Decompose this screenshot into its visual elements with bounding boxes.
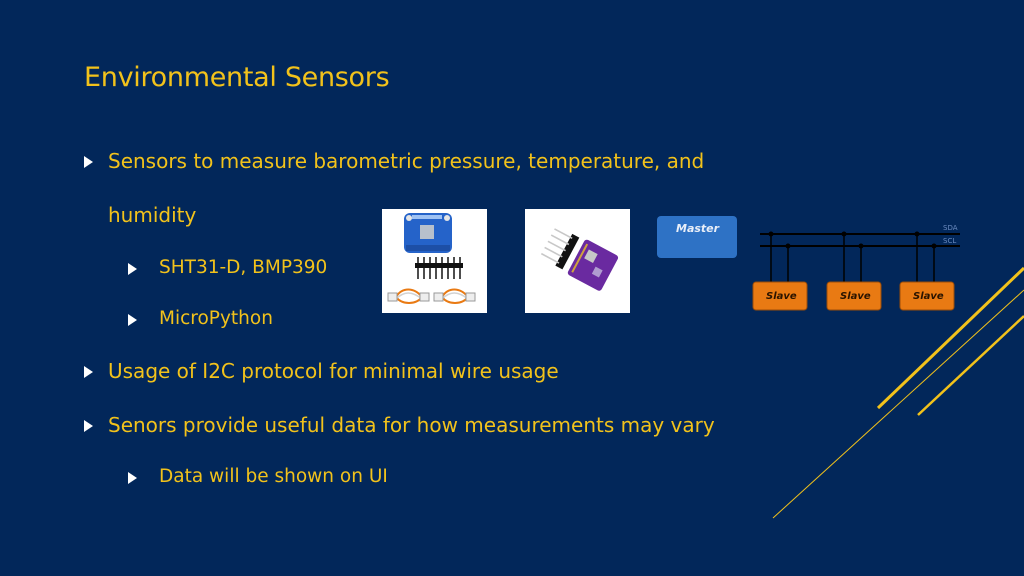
sub-bullet-text: SHT31-D, BMP390	[159, 257, 328, 278]
slide-title: Environmental Sensors	[84, 62, 390, 93]
triangle-right-icon	[128, 263, 137, 275]
slave-box	[899, 281, 955, 311]
sda-label: SDA	[943, 224, 958, 232]
sensor-board-image	[540, 228, 619, 291]
scl-label: SCL	[943, 237, 956, 245]
bullet-item: Senors provide useful data for how measu…	[84, 415, 715, 435]
bmp390-sensor-photo	[525, 209, 630, 313]
slave-label: Slave	[766, 291, 797, 302]
sub-bullet-text: MicroPython	[159, 308, 273, 329]
sub-bullet-item: MicroPython	[128, 309, 273, 329]
slave-box	[826, 281, 882, 311]
triangle-right-icon	[128, 472, 137, 484]
triangle-right-icon	[84, 366, 93, 378]
slave-label: Slave	[913, 291, 944, 302]
triangle-right-icon	[84, 420, 93, 432]
sub-bullet-item: Data will be shown on UI	[128, 467, 388, 487]
i2c-bus-diagram: SDA SCL Master Slave Slave Slave	[657, 216, 960, 311]
bullet-item: Sensors to measure barometric pressure, …	[84, 151, 704, 171]
bullet-text: Senors provide useful data for how measu…	[108, 413, 715, 437]
sht31-sensor-photo	[382, 209, 487, 313]
sub-bullet-item: SHT31-D, BMP390	[128, 258, 327, 278]
bullet-item: Usage of I2C protocol for minimal wire u…	[84, 361, 559, 381]
slave-box	[752, 281, 808, 311]
sensor-board-image	[387, 213, 476, 304]
bullet-text-continuation: humidity	[108, 203, 197, 227]
master-box	[657, 216, 737, 258]
master-label: Master	[676, 222, 720, 235]
slave-label: Slave	[840, 291, 871, 302]
sub-bullet-text: Data will be shown on UI	[159, 466, 388, 487]
triangle-right-icon	[128, 314, 137, 326]
bullet-text: Sensors to measure barometric pressure, …	[108, 149, 705, 173]
triangle-right-icon	[84, 156, 93, 168]
bullet-text: Usage of I2C protocol for minimal wire u…	[108, 359, 559, 383]
